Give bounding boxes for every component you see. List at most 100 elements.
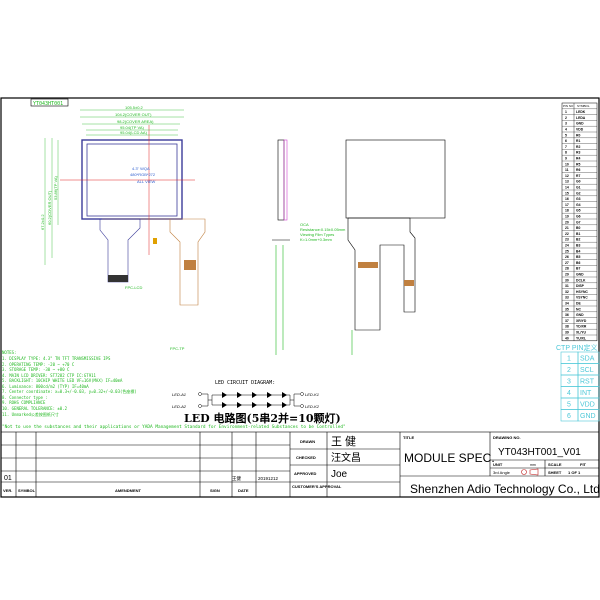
label-text: 4. MAIN LCD DRIVER: ST7282 CTP IC:GT911 (2, 373, 97, 378)
pin-number: 25 (565, 249, 569, 253)
pin-number: 11 (565, 168, 569, 172)
pin-symbol: LEDA (576, 116, 586, 120)
third-angle-cone-icon (529, 468, 539, 476)
label-text: 9. ROHS COMPLIANCE (2, 400, 46, 405)
pin-number: 32 (565, 290, 569, 294)
pin-number: 36 (565, 313, 569, 317)
pin-symbol: GND (576, 313, 584, 317)
label-text: K=1.0mm+0.3mm (300, 237, 332, 242)
pin-number: 8 (565, 151, 567, 155)
label-text: AMENDMENT (115, 488, 142, 493)
label-text: 1 OF 1 (568, 470, 581, 475)
label-text: mm (530, 463, 536, 467)
pin-symbol: G7 (576, 220, 581, 224)
pin-symbol: R6 (576, 168, 580, 172)
label-text: UNIT (493, 462, 503, 467)
pin-symbol: LEDK (576, 110, 586, 114)
label-text: FIT (580, 462, 587, 467)
ctp-pin-symbol: VDD (580, 402, 595, 409)
label-text: 95.04(TP VA) (120, 125, 145, 130)
label-text: SIGN (210, 488, 220, 493)
pin-number: 34 (565, 302, 569, 306)
pin-symbol: YU/XL (576, 336, 586, 340)
label-text: 105.5±0.2 (125, 105, 144, 110)
pin-number: 39 (565, 331, 569, 335)
label-text: 60.2(COVER OUT) (47, 190, 52, 225)
label-text: LED-K2 (305, 404, 320, 409)
pin-symbol: B7 (576, 267, 580, 271)
front-view: 4.3" WQA 480*RGB*272 ALL VIEW 105.5±0.2 … (40, 105, 206, 351)
label-text: TITLE (403, 435, 414, 440)
notes: NOTES: 1. DISPLAY TYPE: 4.3" TN TFT TRAN… (2, 350, 346, 430)
pin-number: 37 (565, 319, 569, 323)
pin-symbol: HSYNC (576, 290, 588, 294)
side-view (272, 139, 290, 355)
label-text: OCA (300, 222, 309, 227)
label-text: SYMBOL (18, 488, 36, 493)
pin-number: 21 (565, 226, 569, 230)
pin-symbol: NC (576, 307, 581, 311)
label-text: DRAWING NO. (493, 435, 521, 440)
pin-number: 2 (565, 116, 567, 120)
label-text: LED-A1 (172, 392, 186, 397)
label-text: 3rd Angle (493, 470, 511, 475)
third-angle-icon (521, 469, 527, 475)
label-text: Shenzhen Adio Technology Co., Ltd (410, 482, 600, 496)
ctp-cell (577, 409, 600, 422)
label-text: 98.2(COVER AREA) (117, 119, 154, 124)
pin-symbol: VDD (576, 128, 584, 132)
pin-symbol: B6 (576, 261, 580, 265)
label-text: 53.86(TP VA) (53, 175, 58, 200)
label-text: DRAWN (300, 439, 315, 444)
label-text: DATE (238, 488, 249, 493)
pin-symbol: R2 (576, 145, 580, 149)
pin-number: 19 (565, 215, 569, 219)
pin-number: 15 (565, 191, 569, 195)
pin-number: 18 (565, 209, 569, 213)
pin-symbol: DCLK (576, 278, 586, 282)
fiducial (153, 238, 157, 244)
label-text: 2. OPERATING TEMP: -20 ~ +70 C (2, 362, 75, 367)
label-text: NOTES: (2, 350, 16, 355)
cover-outline (81, 139, 183, 220)
back-view (345, 139, 446, 355)
pin-number: 3 (565, 122, 567, 126)
pin-symbol: B1 (576, 232, 580, 236)
ctp-pin-symbol: INT (580, 390, 592, 397)
pin-number: 7 (565, 145, 567, 149)
label-text: 67.2±0.2 (40, 214, 45, 230)
ctp-pin-number: 3 (567, 379, 571, 386)
label-text: APPROVED (294, 471, 317, 476)
pin-symbol: G6 (576, 215, 581, 219)
pin-number: 5 (565, 133, 567, 137)
pin-header: SYMBOL (577, 104, 590, 108)
pin-symbol: G3 (576, 197, 581, 201)
pin-symbol: GND (576, 273, 584, 277)
pin-number: 10 (565, 162, 569, 166)
pin-symbol: G2 (576, 191, 581, 195)
label-text: LED CIRCUIT DIAGRAM: (215, 380, 275, 386)
pin-number: 4 (565, 128, 567, 132)
pin-header: PIN NO (563, 104, 574, 108)
pin-number: 9 (565, 157, 567, 161)
label-text: Resistance:0.15±0.05mm (300, 227, 346, 232)
pin-symbol: G5 (576, 209, 581, 213)
ctp-pin-symbol: SCL (580, 367, 594, 374)
label-text: 20191212 (258, 476, 279, 481)
header-tag: YT043HT001 (33, 101, 63, 107)
label-text: 10. GENERAL TOLERANCE: ±0.2 (2, 406, 68, 411)
pin-number: 29 (565, 273, 569, 277)
fpc-lcd (99, 218, 141, 283)
dimension-lines (44, 109, 184, 265)
pin-number: 17 (565, 203, 569, 207)
label-text: 王 健 (331, 435, 356, 448)
ctp-pin-symbol: SDA (580, 356, 595, 363)
ctp-pin-number: 5 (567, 402, 571, 409)
pin-symbol: XL/YU (576, 331, 587, 335)
pin-symbol: G0 (576, 180, 581, 184)
pin-symbol: DISP (576, 284, 585, 288)
pin-number: 30 (565, 278, 569, 282)
